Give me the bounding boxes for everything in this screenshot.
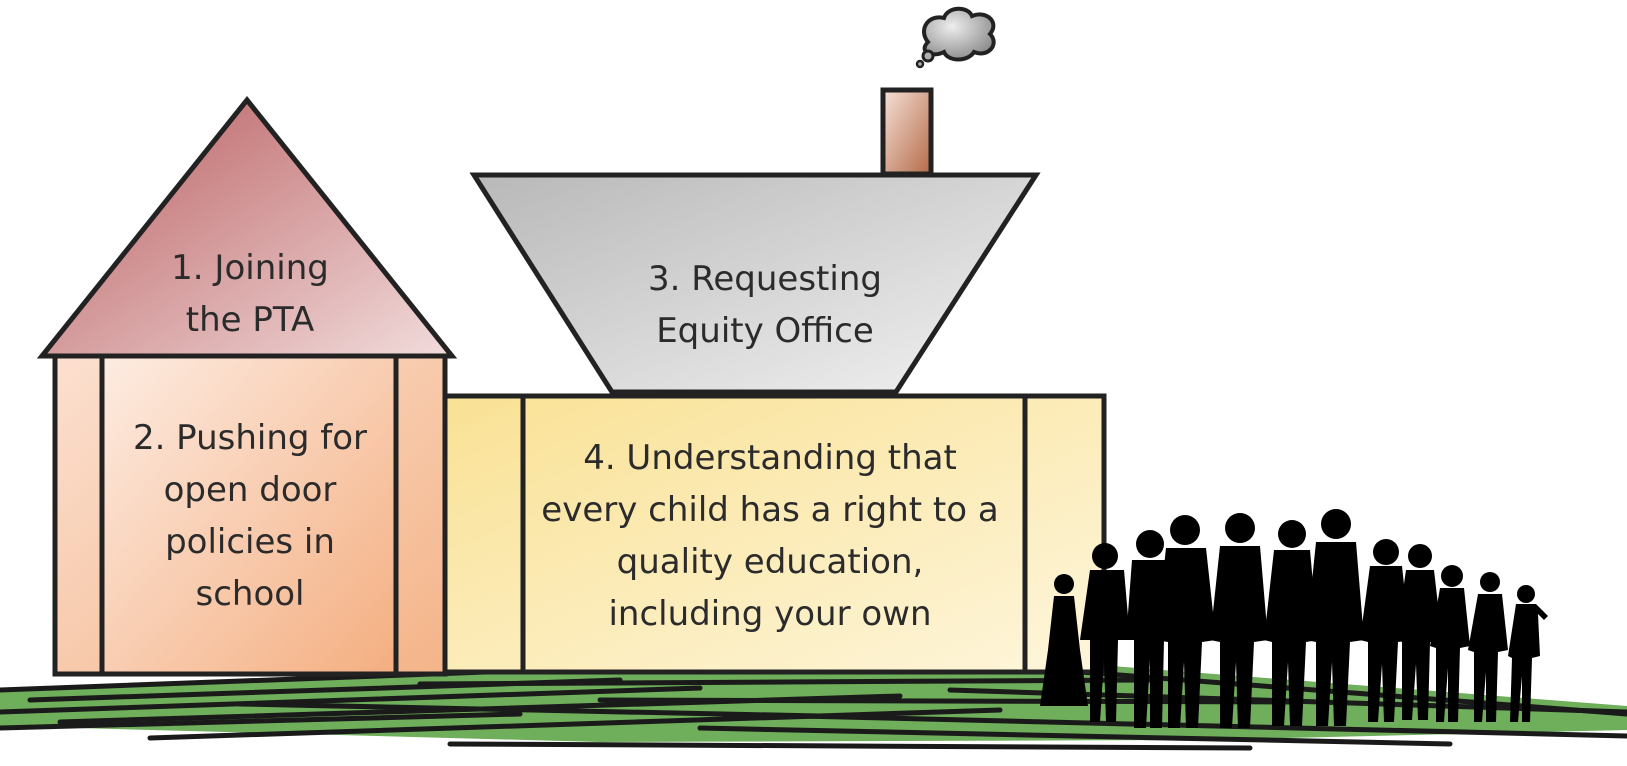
step-3-label: 3. Requesting Equity Office [648,259,882,351]
building [437,393,1107,675]
step-1-label: 1. Joining the PTA [171,248,329,340]
step-2-label: 2. Pushing for open door policies in sch… [132,418,368,614]
crowd-silhouette-icon [1040,509,1548,728]
roof [36,96,458,359]
funnel [469,172,1041,395]
step-4-label: 4. Understanding that every child has a … [541,438,999,634]
thought-cloud-icon [915,6,996,69]
house [52,353,448,677]
chimney [880,87,934,177]
